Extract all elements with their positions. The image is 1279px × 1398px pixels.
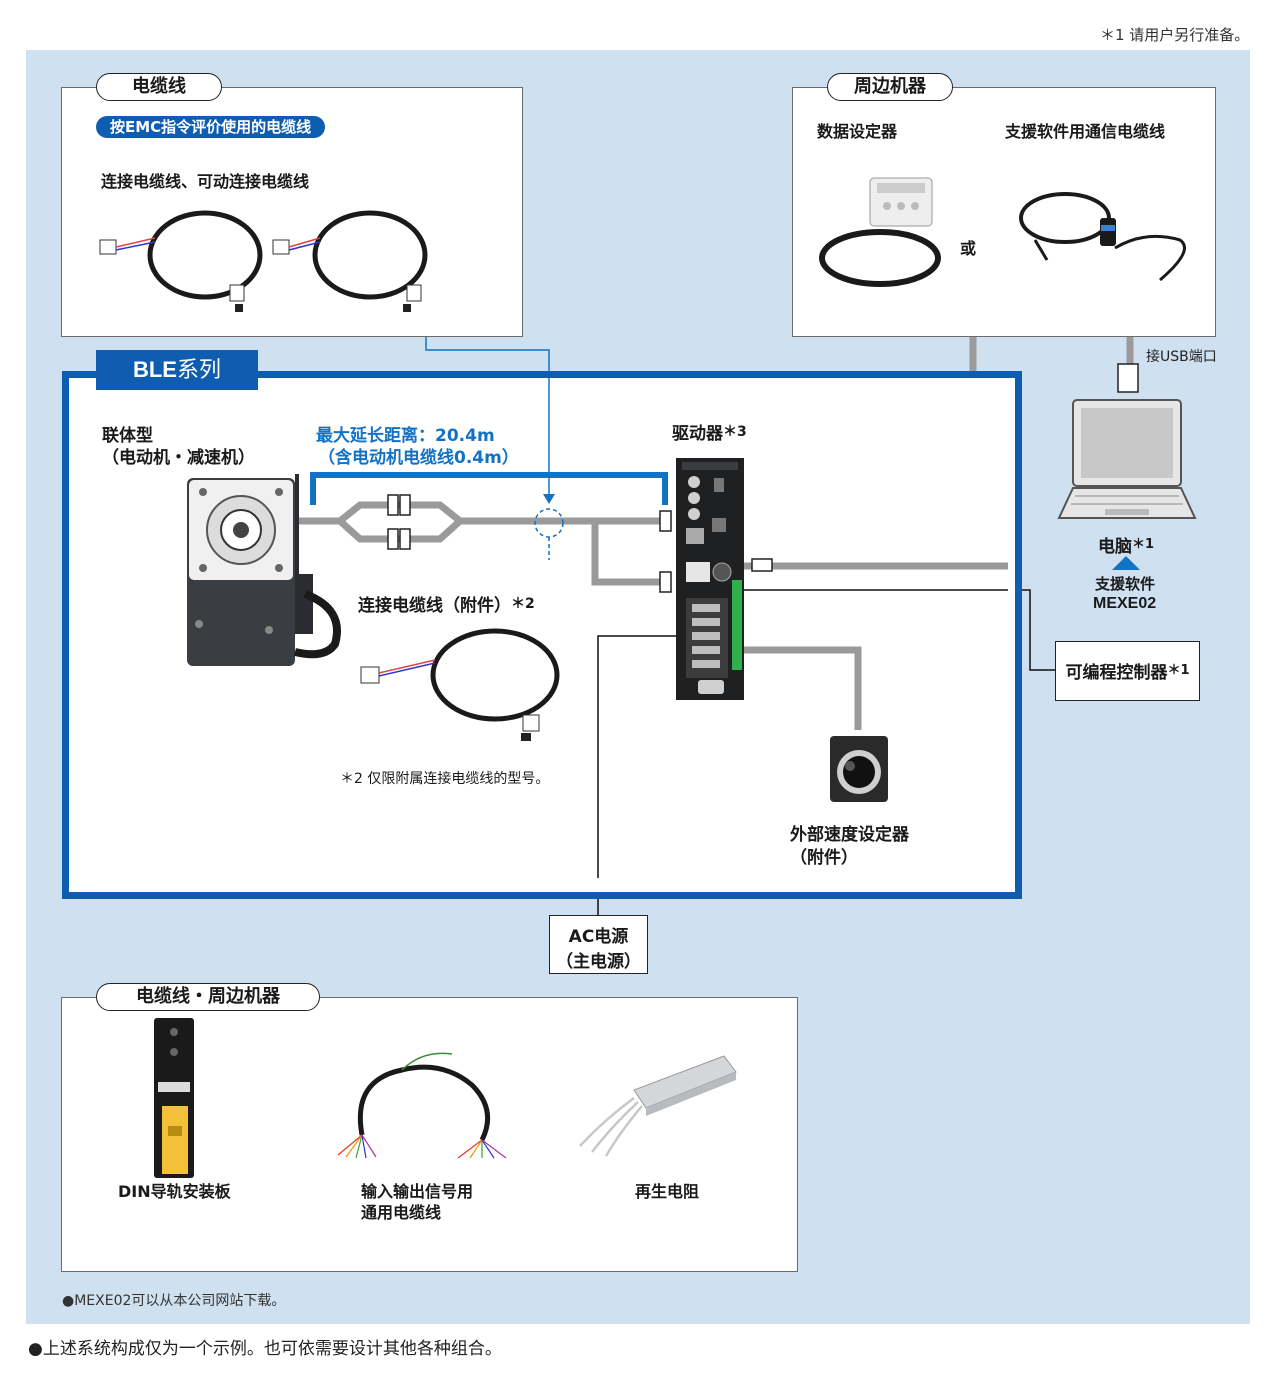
software-name: MEXE02 <box>1093 595 1157 612</box>
din-rail-plate-icon <box>154 1018 194 1178</box>
ac-power-box: AC电源 （主电源） <box>549 915 648 974</box>
data-setter-icon <box>819 177 941 287</box>
connector-icon <box>521 733 531 741</box>
usb-plug-icon <box>1117 363 1139 393</box>
cable-icon <box>272 210 428 312</box>
peripheral-illustrations <box>819 177 1186 287</box>
bottom-note: ●上述系统构成仅为一个示例。也可依需要设计其他各种组合。 <box>28 1339 502 1359</box>
pointer-arrow-icon <box>543 494 555 504</box>
max-extension-line1: 最大延长距离：20.4m <box>316 426 495 446</box>
peripherals-panel-title: 周边机器 <box>827 73 953 101</box>
software-label: 支援软件 <box>1095 575 1156 593</box>
speed-setter-line1: 外部速度设定器 <box>790 825 909 845</box>
motor-gearhead-icon <box>187 474 341 666</box>
regen-resistor-icon <box>579 1055 737 1157</box>
io-cable-label-line2: 通用电缆线 <box>361 1203 442 1222</box>
usb-port-label: 接USB端口 <box>1146 349 1217 365</box>
accessories-panel-title: 电缆线・周边机器 <box>96 983 320 1011</box>
speed-setter-icon <box>830 736 888 802</box>
cable-illustrations <box>99 210 428 312</box>
connector-icon <box>235 304 243 312</box>
comm-cable-label: 支援软件用通信电缆线 <box>1005 122 1166 141</box>
triangle-up-icon <box>1112 556 1140 570</box>
ble-series-title: BLE系列 <box>96 350 258 390</box>
connector-icon <box>403 304 411 312</box>
connection-cable-icon <box>360 628 560 741</box>
cable-icon <box>99 210 263 312</box>
io-cable-icon <box>337 1052 507 1159</box>
max-extension-line2: （含电动机电缆线0.4m） <box>318 448 519 468</box>
connector-icon <box>229 284 245 302</box>
peripherals-panel <box>792 87 1216 337</box>
connection-cable-label: 连接电缆线（附件）＊2 <box>358 596 535 616</box>
pc-label: 电脑＊1 <box>1098 537 1155 557</box>
cables-panel-subtitle: 连接电缆线、可动连接电缆线 <box>101 172 310 191</box>
motor-label-line1: 联体型 <box>102 426 153 446</box>
emc-badge: 按EMC指令评价使用的电缆线 <box>96 116 326 138</box>
din-rail-label: DIN导轨安装板 <box>118 1182 231 1201</box>
note-2: ＊2 仅限附属连接电缆线的型号。 <box>340 771 550 787</box>
laptop-icon <box>1057 399 1197 519</box>
driver-icon <box>676 458 744 700</box>
connector-icon <box>522 714 540 732</box>
motor-label-line2: （电动机・减速机） <box>102 448 255 468</box>
speed-setter-line2: （附件） <box>790 848 858 868</box>
cables-panel-title: 电缆线 <box>96 73 222 101</box>
connector-icon <box>406 284 422 302</box>
usb-cable-icon <box>1019 192 1186 282</box>
connector-icon <box>360 666 380 684</box>
io-cable-label-line1: 输入输出信号用 <box>361 1182 474 1201</box>
or-label: 或 <box>960 239 977 258</box>
plc-box: 可编程控制器＊1 <box>1055 641 1200 701</box>
data-setter-label: 数据设定器 <box>817 122 898 141</box>
driver-label: 驱动器＊3 <box>672 424 747 444</box>
regen-resistor-label: 再生电阻 <box>635 1182 700 1201</box>
download-note: ●MEXE02可以从本公司网站下载。 <box>62 1293 286 1309</box>
footnote-top: ＊1 请用户另行准备。 <box>1100 26 1250 44</box>
